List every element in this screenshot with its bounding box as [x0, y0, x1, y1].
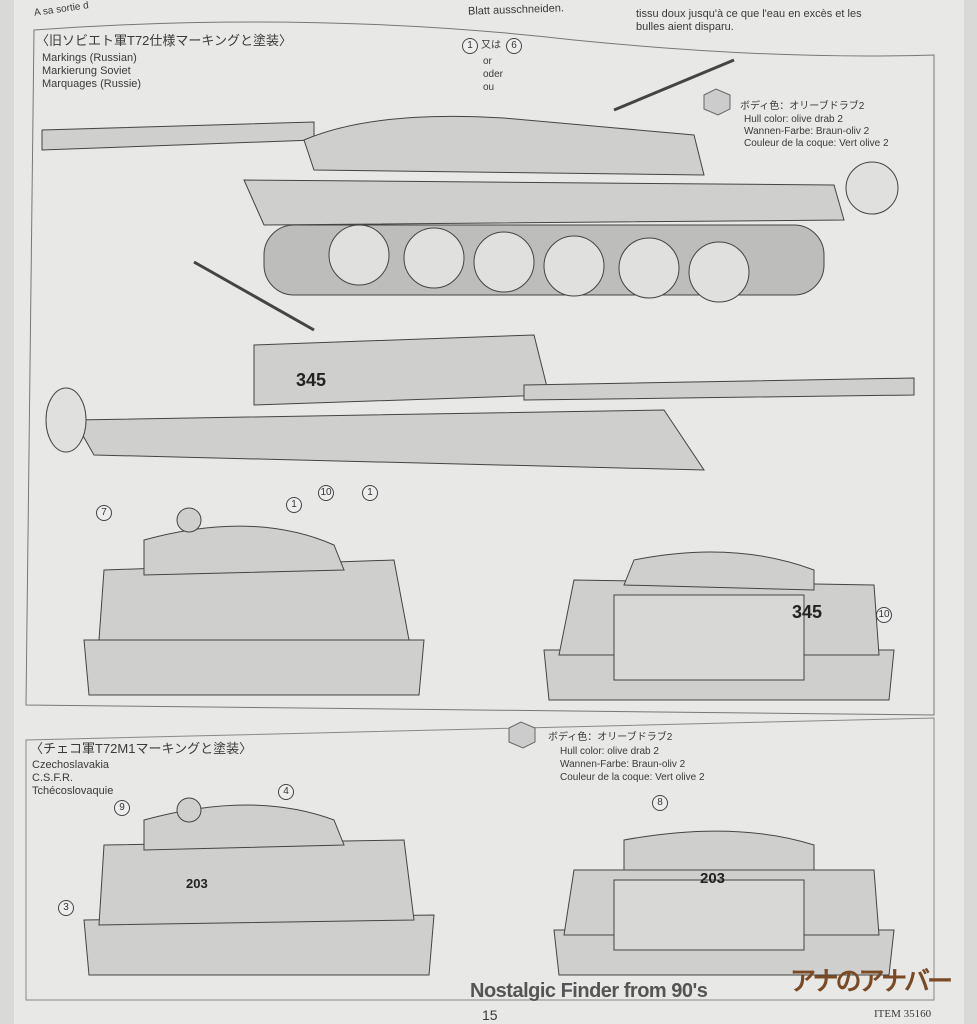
tank-side-view-left — [45, 260, 915, 471]
color-fr: Couleur de la coque: Vert olive 2 — [560, 772, 705, 783]
decal-callout: 1 — [462, 38, 478, 54]
color-en: Hull color: olive drab 2 — [744, 114, 843, 125]
color-de: Wannen-Farbe: Braun-oliv 2 — [744, 126, 870, 137]
tank-rear-view-czech — [553, 830, 895, 976]
russian-line-3: Marquages (Russie) — [42, 78, 142, 90]
item-number: ITEM 35160 — [874, 1008, 932, 1020]
header-right-line-2: bulles aient disparu. — [636, 21, 734, 33]
czech-line-1: Czechoslavakia — [32, 759, 110, 771]
watermark-logo: アナのアナバー — [790, 966, 953, 996]
czech-title: 〈チェコ軍T72M1マーキングと塗装〉 — [30, 741, 253, 756]
czech-line-3: Tchécoslovaquie — [32, 785, 114, 797]
color-fr: Couleur de la coque: Vert olive 2 — [744, 138, 889, 149]
decal-callout: 4 — [278, 784, 294, 800]
instruction-page: A sa sortie d Blatt ausschneiden. tissu … — [14, 0, 964, 1024]
tank-rear-view-russian — [543, 551, 895, 701]
decal-callout: 3 — [58, 900, 74, 916]
czech-section-frame — [25, 717, 935, 1001]
turret-number: 203 — [700, 870, 726, 887]
tank-drawings — [25, 21, 935, 1001]
decal-or-jp: 又は — [481, 40, 501, 51]
page-number: 15 — [482, 1007, 498, 1023]
czech-line-2: C.S.F.R. — [32, 772, 73, 784]
tank-side-view-right — [41, 58, 899, 303]
russian-section-frame — [25, 21, 935, 716]
russian-title: 〈旧ソビエト軍T72仕様マーキングと塗装〉 — [36, 33, 293, 48]
decal-callout: 6 — [506, 38, 522, 54]
paint-swatch-icon — [508, 721, 536, 749]
decal-ou: ou — [483, 82, 495, 93]
decal-or: or — [483, 56, 492, 67]
turret-number: 345 — [296, 370, 327, 390]
tank-front-view-russian — [83, 507, 425, 696]
decal-callout: 8 — [652, 795, 668, 811]
color-en: Hull color: olive drab 2 — [560, 746, 659, 757]
color-de: Wannen-Farbe: Braun-oliv 2 — [560, 759, 686, 770]
decal-callout: 1 — [286, 497, 302, 513]
decal-callout: 7 — [96, 505, 112, 521]
turret-number: 345 — [792, 602, 823, 622]
russian-line-1: Markings (Russian) — [42, 52, 137, 64]
decal-callout: 10 — [876, 607, 892, 623]
color-jp: ボディ色：オリーブドラブ2 — [740, 101, 865, 112]
decal-callout: 10 — [318, 485, 334, 501]
turret-number: 203 — [186, 876, 208, 891]
tank-front-view-czech — [83, 797, 435, 976]
decal-oder: oder — [483, 69, 504, 80]
watermark-text: Nostalgic Finder from 90's — [470, 980, 708, 1002]
decal-callout: 9 — [114, 800, 130, 816]
header-right-line-1: tissu doux jusqu'à ce que l'eau en excès… — [636, 8, 862, 20]
russian-line-2: Markierung Soviet — [42, 65, 131, 77]
paint-swatch-icon — [703, 88, 731, 116]
decal-callout: 1 — [362, 485, 378, 501]
color-jp: ボディ色：オリーブドラブ2 — [548, 732, 673, 743]
